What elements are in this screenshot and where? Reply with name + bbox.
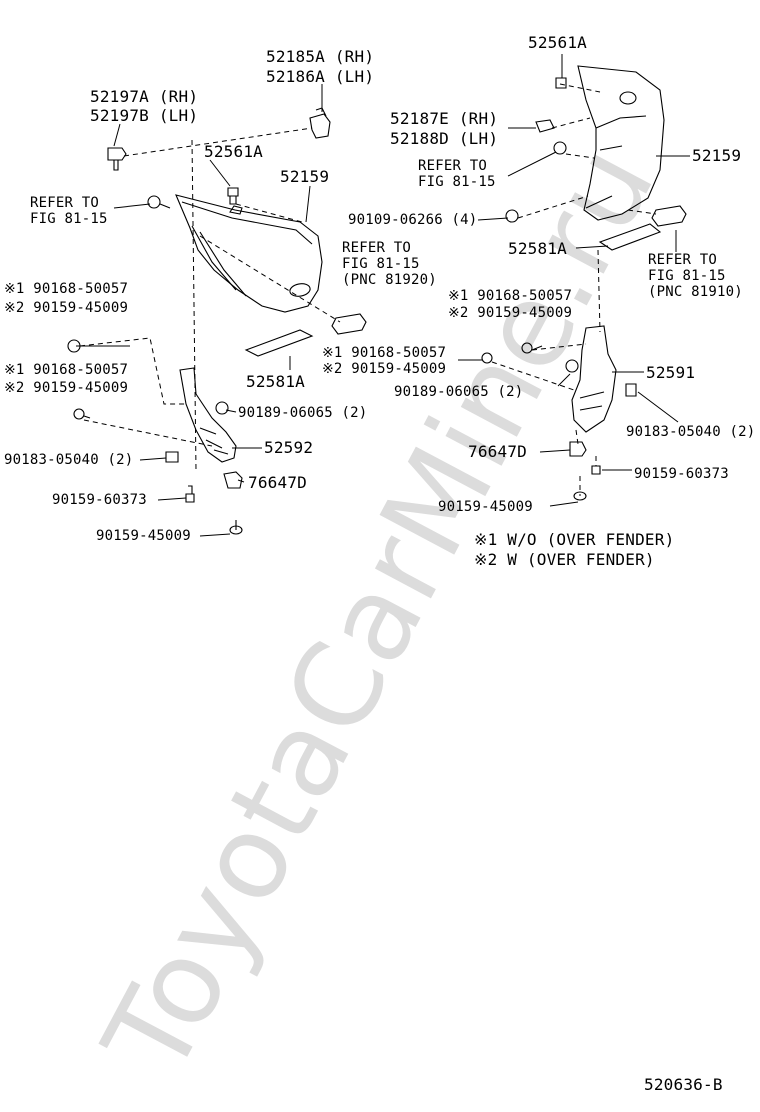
legend-note-1: ※1 W/O (OVER FENDER)	[474, 530, 675, 549]
screw-60373-left	[185, 485, 195, 503]
label-90183-left: 90183-05040 (2)	[4, 452, 134, 468]
label-76647d-right: 76647D	[468, 442, 527, 461]
label-90189-right: 90189-06065 (2)	[394, 384, 524, 400]
bolt-right-2	[481, 352, 493, 364]
retainer-52561a-left	[227, 187, 239, 205]
label-note2-90159-left-b: ※2 90159-45009	[4, 380, 129, 396]
label-refer-mid-2: FIG 81-15	[342, 256, 420, 272]
clip-76647d-right	[569, 441, 587, 457]
label-52581a-left: 52581A	[246, 372, 305, 391]
label-90159-45009-left: 90159-45009	[96, 528, 191, 544]
clip-90183-left	[165, 451, 179, 463]
label-refer-right-2: FIG 81-15	[418, 174, 496, 190]
bumper-extension-right	[577, 65, 665, 221]
bracket-52185-left	[309, 107, 331, 139]
label-52561a-right: 52561A	[528, 33, 587, 52]
label-52581a-right: 52581A	[508, 239, 567, 258]
label-note1-90168-mid: ※1 90168-50057	[322, 345, 447, 361]
label-refer-left-2: FIG 81-15	[30, 211, 108, 227]
clip-90183-right	[625, 383, 637, 397]
bracket-52591	[571, 325, 617, 433]
clip-52197-left	[107, 147, 127, 171]
label-52185a: 52185A (RH)	[266, 47, 375, 66]
retainer-52561a-right	[555, 77, 567, 89]
label-refer-rb-1: REFER TO	[648, 252, 718, 268]
screw-45009-right	[573, 491, 587, 501]
seal-52581a-right	[598, 223, 662, 251]
label-52591: 52591	[646, 363, 696, 382]
label-refer-rb-2: FIG 81-15	[648, 268, 726, 284]
label-90159-60373-right: 90159-60373	[634, 466, 729, 482]
label-52197a: 52197A (RH)	[90, 87, 199, 106]
bolt-right-1	[521, 342, 533, 354]
label-refer-left-1: REFER TO	[30, 195, 100, 211]
label-52592: 52592	[264, 438, 314, 457]
seal-52581a-left	[244, 329, 314, 357]
bolt-left-2	[73, 408, 91, 420]
label-note1-90168-right: ※1 90168-50057	[448, 288, 573, 304]
label-90159-45009-right: 90159-45009	[438, 499, 533, 515]
label-refer-rb-3: (PNC 81910)	[648, 284, 743, 300]
bolt-90109	[505, 209, 519, 223]
clip-52187e	[535, 119, 555, 133]
clip-76647d-left	[223, 471, 243, 489]
label-52197b: 52197B (LH)	[90, 106, 199, 125]
cap-refer-right	[651, 205, 687, 227]
label-52188d: 52188D (LH)	[390, 129, 499, 148]
label-52561a-left: 52561A	[204, 142, 263, 161]
label-90159-60373-left: 90159-60373	[52, 492, 147, 508]
label-90109: 90109-06266 (4)	[348, 212, 478, 228]
screw-60373-right	[591, 465, 601, 475]
label-90183-right: 90183-05040 (2)	[626, 424, 756, 440]
legend-note-2: ※2 W (OVER FENDER)	[474, 550, 655, 569]
screw-refer-right	[553, 141, 567, 155]
label-note2-90159-mid: ※2 90159-45009	[322, 361, 447, 377]
bumper-extension-left	[175, 194, 323, 313]
nut-90189-left	[215, 401, 229, 415]
screw-45009-left	[229, 520, 243, 535]
label-52159-right: 52159	[692, 146, 742, 165]
label-76647d-left: 76647D	[248, 473, 307, 492]
screw-refer-left	[147, 195, 171, 209]
label-90189-left: 90189-06065 (2)	[238, 405, 368, 421]
label-52159-left: 52159	[280, 167, 330, 186]
nut-90189-right	[565, 359, 579, 373]
label-note1-90168-left-b: ※1 90168-50057	[4, 362, 129, 378]
label-refer-mid-1: REFER TO	[342, 240, 412, 256]
bracket-52592	[179, 367, 237, 463]
label-52187e: 52187E (RH)	[390, 109, 499, 128]
label-note2-90159-right: ※2 90159-45009	[448, 305, 573, 321]
label-52186a: 52186A (LH)	[266, 67, 375, 86]
drawing-number: 520636-B	[644, 1075, 723, 1094]
label-refer-mid-3: (PNC 81920)	[342, 272, 437, 288]
label-refer-right-1: REFER TO	[418, 158, 488, 174]
label-note1-90168-left: ※1 90168-50057	[4, 281, 129, 297]
label-note2-90159-left: ※2 90159-45009	[4, 300, 129, 316]
